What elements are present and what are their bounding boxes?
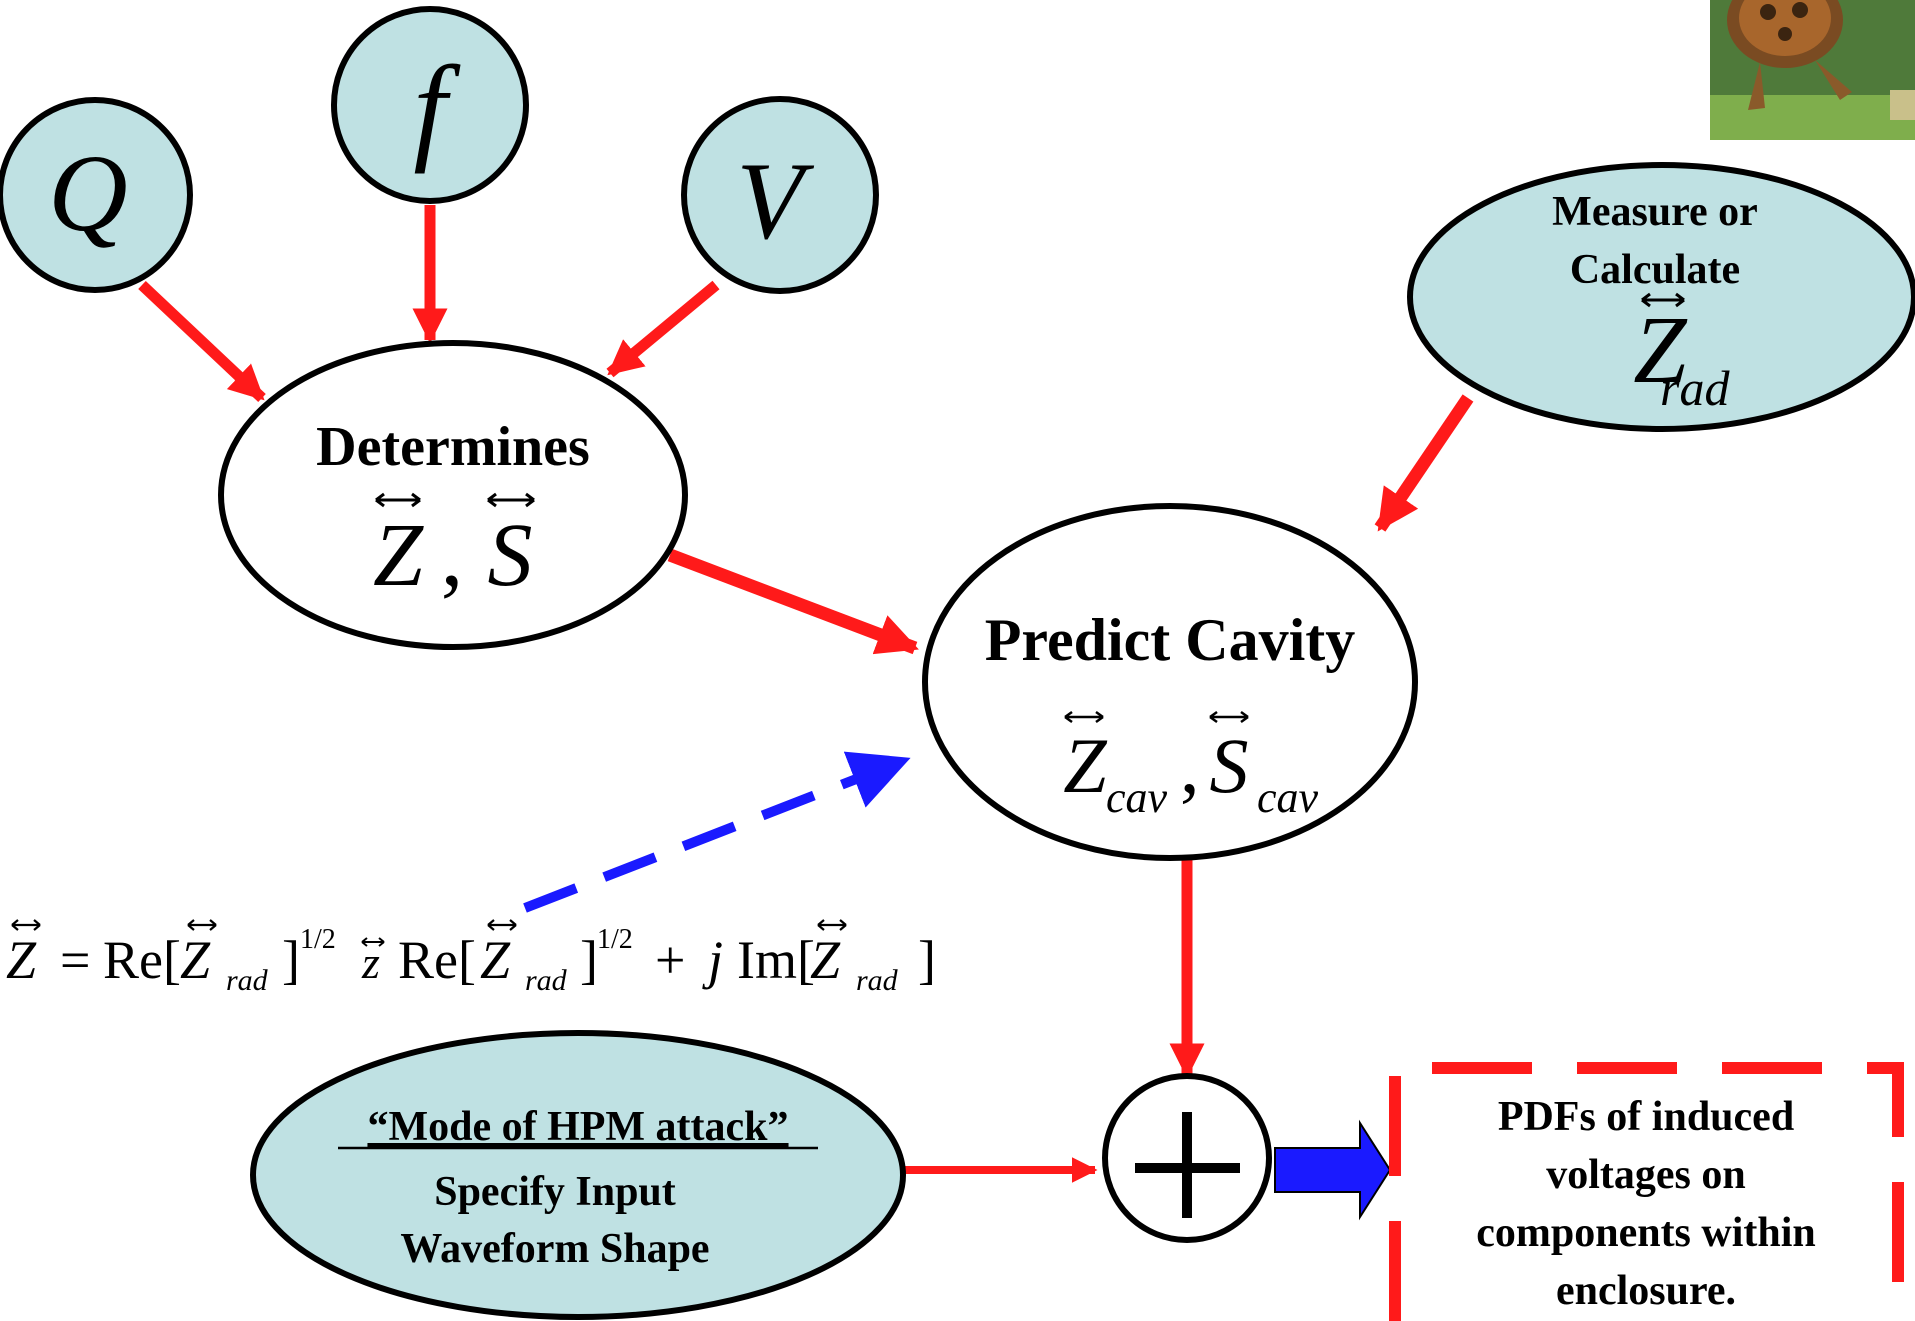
output-line1: PDFs of induced [1498,1094,1794,1140]
tensor-arrow-s-glyph [487,492,535,508]
formula-close1: ] [282,930,300,990]
node-predict-title: Predict Cavity [985,607,1355,673]
node-mode-line1: Specify Input [434,1169,676,1215]
tensor-arrow-zrad-glyph [1641,292,1685,308]
node-q: Q [0,97,193,293]
node-sum [1102,1073,1272,1243]
arrow-sum-to-output [1274,1119,1392,1221]
turtle-photo [1710,0,1915,140]
arrow-v-to-determines [606,280,720,378]
formula-zrad3: Z [810,930,841,990]
formula-zrad2: Z [480,930,511,990]
formula-arrow-zrad2 [487,919,517,931]
formula-pow2: 1/2 [597,924,633,955]
node-measure-sub: rad [1660,360,1730,416]
formula-rad1: rad [226,964,269,997]
output-line2: voltages on [1546,1152,1746,1198]
formula-z: Z [6,930,37,990]
impedance-formula: Z = Re[ Z rad ] 1/2 z Re[ Z rad ] 1/2 + … [6,919,936,997]
node-mode-line2: Waveform Shape [400,1226,709,1272]
formula-re1: Re[ [103,930,181,990]
node-v-label: V [736,140,814,262]
node-measure-z: Z [1633,296,1688,403]
node-f: f [331,6,529,204]
node-determines-s: S [488,506,533,605]
tensor-arrow-scav-glyph [1209,710,1249,724]
tensor-arrow-zcav-glyph [1064,710,1104,724]
node-predict-z: Z [1063,722,1108,809]
formula-arrow-zsmall [361,937,385,947]
formula-eq: = [60,930,90,990]
output-box-border [1389,1062,1904,1321]
node-predict-sub1: cav [1106,773,1168,822]
node-predict-comma: , [1180,722,1200,809]
formula-rad3: rad [856,964,899,997]
node-measure-line1: Measure or [1552,189,1758,235]
formula-close2: ] [580,930,598,990]
output-line4: enclosure. [1556,1268,1736,1314]
node-measure: Measure or Calculate Z rad [1407,162,1915,432]
formula-rad2: rad [525,964,568,997]
node-determines: Determines Z , S [218,340,688,650]
node-determines-title: Determines [316,416,590,478]
node-predict: Predict Cavity Z cav , S cav [922,503,1418,861]
arrow-formula-to-predict [523,751,911,913]
node-determines-comma: , [441,506,464,605]
node-q-label: Q [48,132,127,254]
node-mode: “Mode of HPM attack” Specify Input Wavef… [250,1030,906,1320]
formula-zsmall: z [361,937,380,988]
formula-pow1: 1/2 [300,924,336,955]
formula-zrad1: Z [180,930,211,990]
formula-arrow-z [11,919,41,931]
node-v: V [681,96,879,294]
node-predict-s: S [1210,722,1249,809]
formula-plus: + [655,930,685,990]
formula-arrow-zrad3 [817,919,847,931]
node-determines-z: Z [373,506,424,605]
tensor-arrow-z-glyph [375,492,421,508]
node-predict-sub2: cav [1257,773,1319,822]
formula-re2: Re[ [398,930,476,990]
arrow-measure-to-predict [1374,394,1474,532]
formula-close3: ] [918,930,936,990]
formula-j: j [702,930,723,990]
output-line3: components within [1476,1210,1816,1256]
formula-im: Im[ [737,930,815,990]
arrow-q-to-determines [138,280,266,403]
output-box: PDFs of induced voltages on components w… [1389,1062,1904,1321]
node-mode-title: “Mode of HPM attack” [367,1104,788,1150]
formula-arrow-zrad1 [187,919,217,931]
node-measure-line2: Calculate [1570,247,1740,293]
arrow-determines-to-predict [667,548,919,655]
